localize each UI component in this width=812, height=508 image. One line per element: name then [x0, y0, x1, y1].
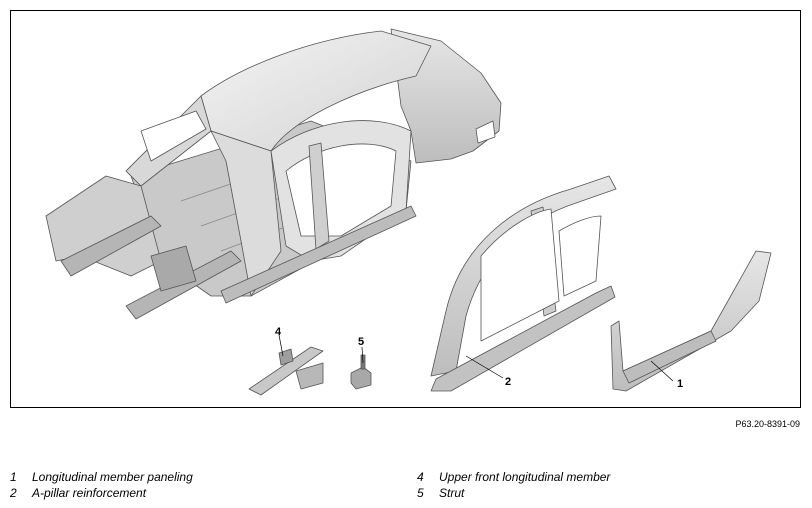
callout-2: 2: [505, 376, 511, 388]
legend-label: Strut: [439, 486, 465, 500]
body-shell-illustration: 1 2 4 5: [45, 28, 772, 396]
callout-4: 4: [275, 326, 282, 338]
legend-number: 2: [10, 486, 17, 500]
legend-number: 1: [10, 470, 17, 484]
callout-5: 5: [358, 336, 364, 348]
legend-number: 5: [417, 486, 424, 500]
callout-1: 1: [677, 378, 683, 390]
legend-number: 4: [417, 470, 424, 484]
leader-lines: [278, 334, 674, 382]
illustration-frame: 1 2 4 5: [10, 10, 801, 408]
figure-code: P63.20-8391-09: [735, 419, 800, 429]
legend-label: Longitudinal member paneling: [32, 470, 193, 484]
legend-label: Upper front longitudinal member: [439, 470, 611, 484]
a-pillar-reinforcement-part: [430, 175, 617, 392]
car-body-shell: [45, 28, 502, 320]
longitudinal-member-paneling-part: [610, 250, 772, 392]
strut-part: [350, 354, 372, 390]
legend-label: A-pillar reinforcement: [32, 486, 147, 500]
upper-front-longitudinal-member-part: [248, 346, 324, 396]
